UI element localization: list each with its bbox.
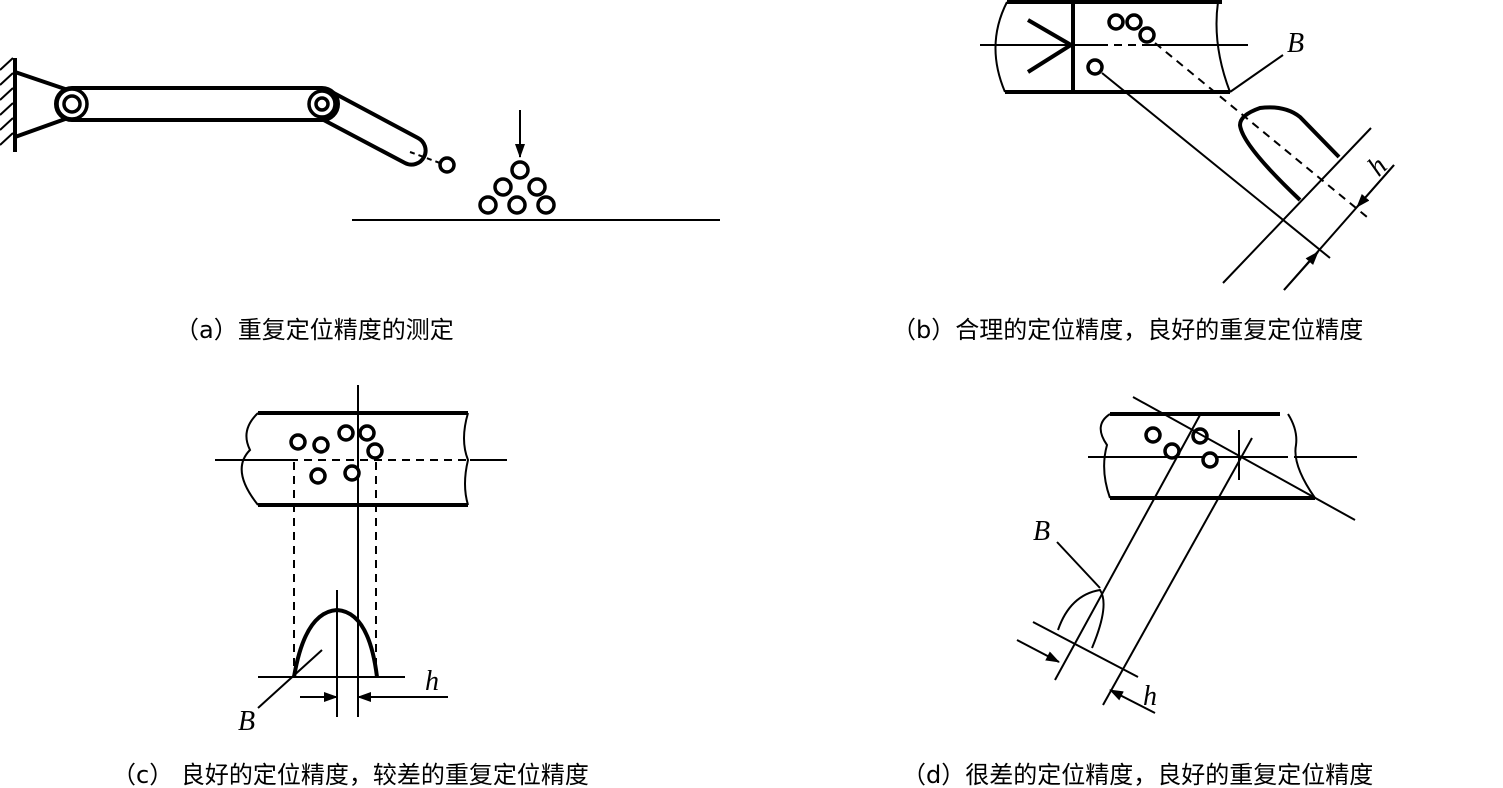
upper-arm-link: [54, 86, 340, 122]
caption-d: （d）很差的定位精度，良好的重复定位精度: [902, 761, 1373, 788]
shoulder-joint-inner: [62, 94, 82, 114]
mean-line: [1154, 42, 1368, 218]
diagonal-line: [1132, 396, 1356, 521]
nominal-line: [1102, 437, 1253, 706]
leader-B: [1056, 541, 1101, 589]
panel-b: B h （b）合理的定位精度，良好的重复定位精度: [892, 0, 1395, 344]
break-lines: [1099, 413, 1316, 499]
wall-hatch: [0, 57, 14, 146]
caption-a: （a）重复定位精度的测定: [175, 316, 454, 344]
label-B: B: [1287, 28, 1304, 59]
dim-arrow-1: [1016, 639, 1060, 663]
support-bracket: [14, 70, 69, 139]
forearm-link: [317, 89, 428, 167]
leader-B: [1229, 54, 1284, 93]
distribution-curve: [292, 607, 379, 678]
points-cluster: [289, 424, 384, 485]
mean-line: [1054, 414, 1201, 681]
label-h: h: [1362, 151, 1394, 183]
panel-a-robot-arm: （a）重复定位精度的测定: [0, 57, 720, 344]
leader-B: [257, 649, 323, 709]
label-h: h: [1143, 681, 1157, 712]
gripper-body-edges: [1005, 0, 1230, 94]
caption-b: （b）合理的定位精度，良好的重复定位精度: [892, 316, 1363, 344]
label-h: h: [425, 666, 439, 697]
tool-point: [438, 156, 456, 174]
distribution-curve: [1057, 588, 1105, 649]
label-B: B: [1033, 516, 1050, 547]
points-cluster: [1086, 13, 1156, 76]
extension-line: [1222, 127, 1372, 284]
dim-arrow-2: [1283, 251, 1319, 291]
label-B: B: [238, 706, 255, 737]
caption-c: （c） 良好的定位精度，较差的重复定位精度: [112, 761, 589, 788]
break-lines: [240, 412, 470, 506]
distribution-curve: [1237, 105, 1341, 202]
panel-d: B h （d）很差的定位精度，良好的重复定位精度: [902, 396, 1373, 788]
body-edges: [1110, 412, 1315, 500]
nominal-line: [1101, 72, 1331, 259]
panel-c: h B （c） 良好的定位精度，较差的重复定位精度: [112, 385, 589, 788]
dim-arrow-1: [1356, 164, 1395, 208]
extension-line: [1032, 621, 1139, 678]
dim-arrow-2: [1109, 689, 1156, 714]
target-points: [478, 160, 556, 215]
elbow-joint-inner: [314, 96, 330, 112]
